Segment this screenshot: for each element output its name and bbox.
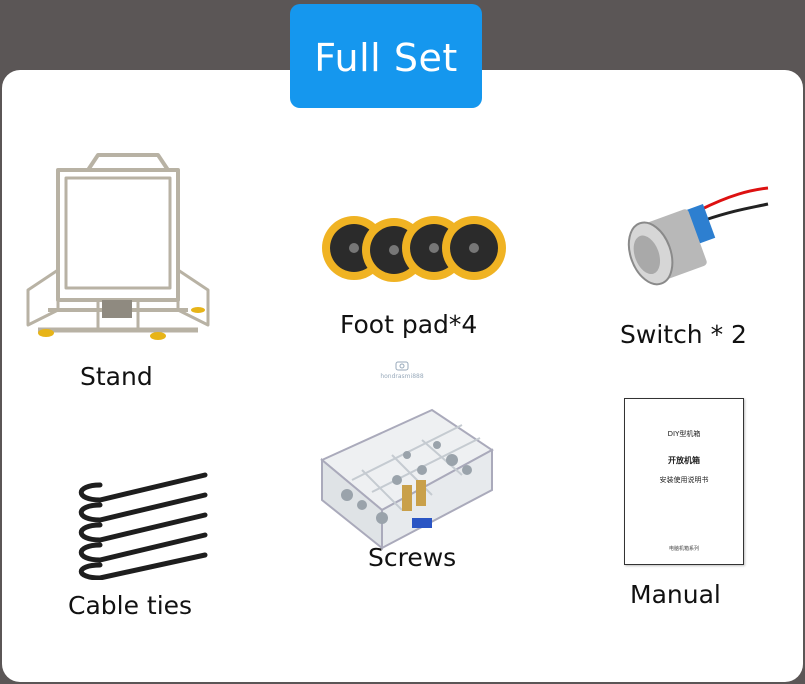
manual-cover-line3: 安装使用说明书	[659, 476, 709, 484]
cable-ties-label: Cable ties	[68, 591, 193, 620]
switch-image	[627, 186, 769, 286]
stand-image	[26, 153, 210, 340]
title-badge: Full Set	[290, 4, 482, 108]
screws-image	[320, 408, 494, 550]
manual-cover-footer: 电脑机箱系列	[668, 546, 699, 552]
camera-icon	[395, 361, 409, 371]
screws-label: Screws	[368, 543, 457, 572]
manual-cover-line2: 开放机箱	[668, 456, 700, 465]
manual-cover-line1: DIY型机箱	[667, 430, 701, 438]
manual-label: Manual	[630, 580, 721, 609]
switch-label: Switch * 2	[620, 320, 747, 349]
foot-pad-label: Foot pad*4	[340, 310, 478, 339]
watermark: hondrasmi888	[372, 360, 432, 380]
manual-image: DIY型机箱 开放机箱 安装使用说明书 电脑机箱系列	[624, 398, 744, 565]
watermark-text: hondrasmi888	[380, 373, 424, 380]
foot-pad-image	[322, 216, 506, 282]
cable-ties-image	[78, 472, 208, 580]
stand-label: Stand	[80, 362, 153, 391]
